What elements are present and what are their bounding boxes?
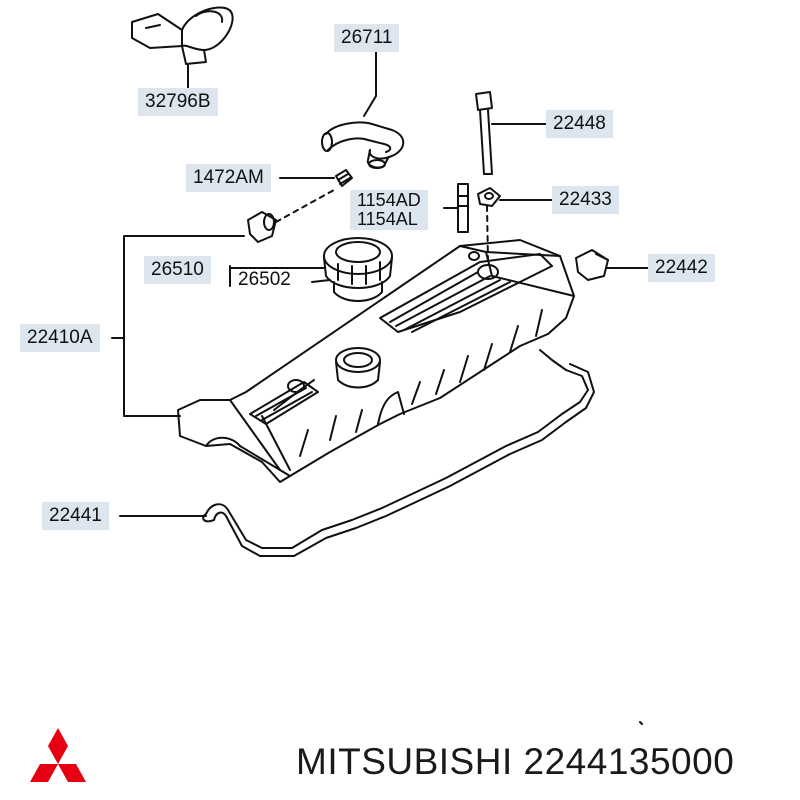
mitsubishi-three-diamonds-icon: [30, 728, 86, 782]
part-label-22442[interactable]: 22442: [648, 254, 715, 282]
leader-22410A-top: [123, 235, 245, 339]
part-label-22441[interactable]: 22441: [42, 502, 109, 530]
part-label-26711[interactable]: 26711: [334, 24, 400, 52]
part-label-22410A[interactable]: 22410A: [20, 324, 100, 352]
bolt-drawing: [475, 91, 493, 175]
part-label-22433[interactable]: 22433: [552, 186, 619, 214]
centerline-grommet: [275, 189, 335, 223]
part-label-32796B[interactable]: 32796B: [138, 88, 218, 116]
part-label-1472AM[interactable]: 1472AM: [186, 164, 271, 192]
part-label-stud[interactable]: 1154AD 1154AL: [350, 190, 428, 230]
part-label-1154AL: 1154AL: [357, 209, 418, 229]
pcv-fitting-drawing: [247, 211, 277, 243]
part-label-26510[interactable]: 26510: [144, 256, 211, 284]
part-label-26502[interactable]: 26502: [238, 269, 291, 290]
washer-drawing: [477, 187, 501, 207]
scan-speck: [639, 721, 643, 725]
oil-filler-cap-drawing: [323, 237, 393, 302]
grommet-drawing: [335, 169, 353, 187]
leader-26711: [363, 49, 377, 117]
centerline-bolt: [486, 205, 489, 263]
leader-26502: [311, 279, 331, 283]
part-label-22448[interactable]: 22448: [546, 110, 613, 138]
brand-part-number-title: MITSUBISHI 2244135000: [296, 741, 735, 782]
valve-cover-drawing: [177, 239, 575, 483]
hose-drawing: [321, 121, 405, 169]
part-label-1154AD: 1154AD: [357, 190, 421, 210]
stud-drawing: [457, 183, 469, 233]
rubber-plug-drawing: [575, 249, 609, 281]
leader-22410A-bottom: [123, 337, 181, 417]
bracket-clip-drawing: [131, 6, 234, 65]
